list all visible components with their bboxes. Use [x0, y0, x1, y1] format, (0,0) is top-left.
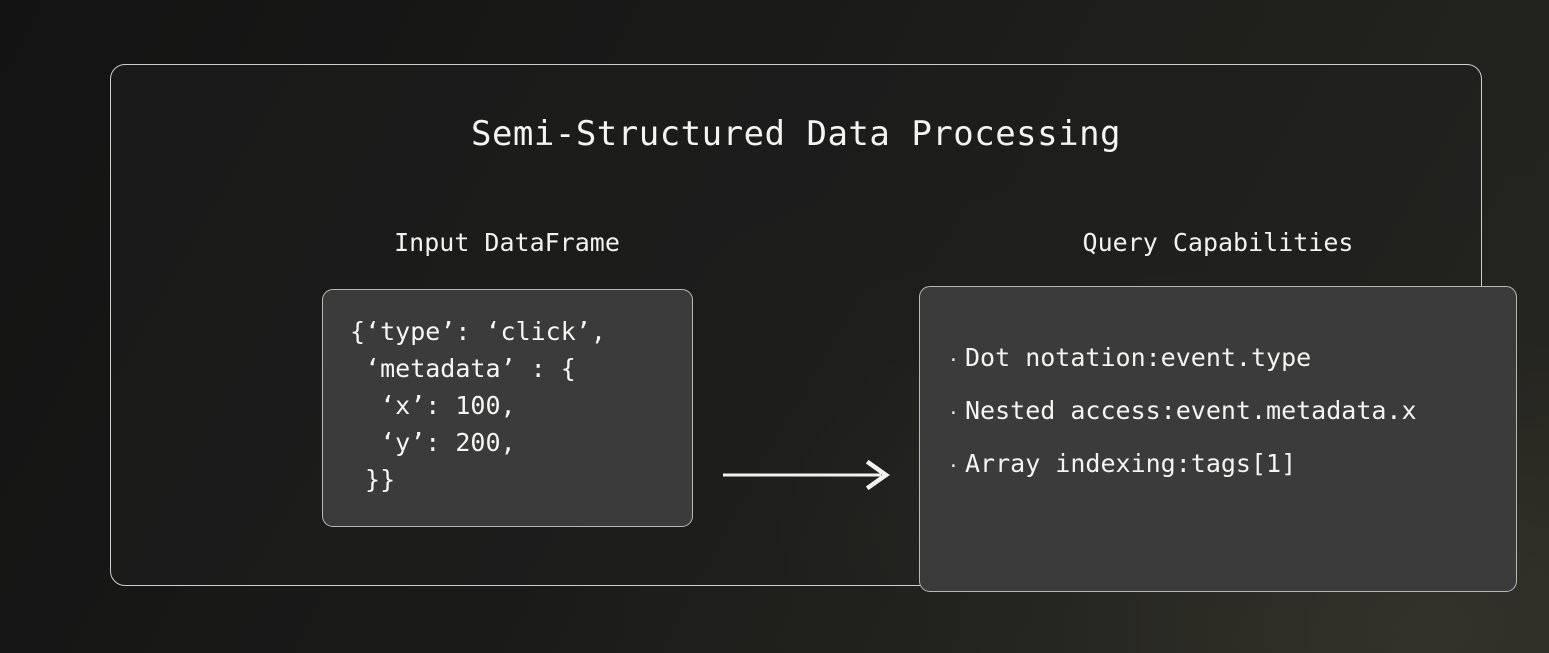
arrow-right-icon [723, 459, 890, 491]
bullet-icon: · [948, 456, 959, 477]
capability-text: Dot notation:event.type [965, 343, 1312, 372]
capability-text: Nested access:event.metadata.x [965, 396, 1417, 425]
input-dataframe-card: {‘type’: ‘click’, ‘metadata’ : { ‘x’: 10… [322, 289, 693, 527]
capability-list: · Dot notation:event.type · Nested acces… [948, 333, 1417, 492]
list-item: · Dot notation:event.type [948, 333, 1417, 386]
list-item: · Nested access:event.metadata.x [948, 386, 1417, 439]
diagram-panel: Semi-Structured Data Processing Input Da… [110, 64, 1517, 592]
bullet-icon: · [948, 350, 959, 371]
json-code-block: {‘type’: ‘click’, ‘metadata’ : { ‘x’: 10… [350, 317, 606, 494]
list-item: · Array indexing:tags[1] [948, 439, 1417, 492]
query-capabilities-card: · Dot notation:event.type · Nested acces… [919, 286, 1517, 592]
capability-text: Array indexing:tags[1] [965, 449, 1297, 478]
query-capabilities-label: Query Capabilities [1082, 228, 1354, 257]
input-dataframe-label: Input DataFrame [394, 228, 620, 257]
bullet-icon: · [948, 403, 959, 424]
page-title: Semi-Structured Data Processing [470, 114, 1122, 154]
